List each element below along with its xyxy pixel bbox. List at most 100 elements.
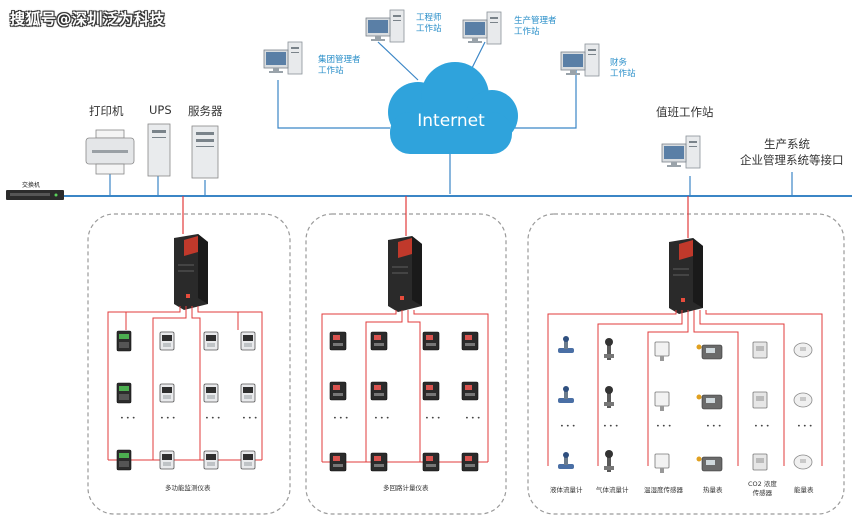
energy-meter-icon xyxy=(793,342,813,358)
gas-flowmeter-icon xyxy=(604,450,614,472)
humidity-sensor-caption: 温湿度传感器 xyxy=(644,486,683,494)
internet-links xyxy=(277,41,577,194)
server-label: 服务器 xyxy=(188,104,223,118)
workstation-label-line: 工作站 xyxy=(514,27,540,37)
workstation-label-line: 工作站 xyxy=(610,69,636,79)
ellipsis: • • • xyxy=(374,414,390,422)
multi-circuit-meter-icon xyxy=(329,331,347,351)
multifunction-meter-icon xyxy=(240,383,256,403)
energy-meter-icon xyxy=(793,454,813,470)
multifunction-meter-icon xyxy=(240,331,256,351)
ups-icon xyxy=(147,123,171,177)
humidity-sensor-icon xyxy=(654,341,670,362)
multi-circuit-meter-icon xyxy=(422,331,440,351)
ellipsis: • • • xyxy=(754,422,770,430)
humidity-sensor-icon xyxy=(654,391,670,412)
multifunction-meter-icon xyxy=(159,383,175,403)
co2-sensor-icon xyxy=(752,453,768,471)
workstation-label-engineer: 工程师 工作站 xyxy=(416,13,442,35)
multifunction-meter-icon xyxy=(240,450,256,470)
co2-sensor-icon xyxy=(752,341,768,359)
workstation-label-line: 财务 xyxy=(610,58,628,68)
workstation-label-line: 工作站 xyxy=(318,66,344,76)
humidity-sensor-icon xyxy=(654,453,670,474)
multifunction-meter-icon xyxy=(203,331,219,351)
workstation-label-line: 工作站 xyxy=(416,24,442,34)
printer-icon xyxy=(85,129,135,175)
multifunction-meter-icon xyxy=(203,450,219,470)
server-icon xyxy=(191,125,219,179)
gateway-uplinks xyxy=(182,196,689,238)
multi-circuit-meter-icon xyxy=(422,381,440,401)
multi-circuit-meter-icon xyxy=(461,331,479,351)
ellipsis: • • • xyxy=(120,414,136,422)
group1-bus-lines xyxy=(107,306,263,461)
heat-meter-icon xyxy=(696,456,723,472)
data-gateway-1 xyxy=(174,234,208,310)
group1-meters xyxy=(116,330,256,471)
multi-circuit-meter-icon xyxy=(370,452,388,472)
ellipsis: • • • xyxy=(797,422,813,430)
heat-meter-icon xyxy=(696,344,723,360)
engineer-computer-icon xyxy=(365,9,405,43)
finance-computer-icon xyxy=(560,43,600,77)
ellipsis: • • • xyxy=(333,414,349,422)
multifunction-meter-icon xyxy=(159,450,175,470)
ellipsis: • • • xyxy=(205,414,221,422)
multi-circuit-meter-icon xyxy=(370,381,388,401)
multi-circuit-meter-icon xyxy=(461,381,479,401)
gas-flowmeter-caption: 气体流量计 xyxy=(596,486,629,494)
ellipsis: • • • xyxy=(706,422,722,430)
ellipsis: • • • xyxy=(465,414,481,422)
ellipsis: • • • xyxy=(656,422,672,430)
group1-caption: 多功能监测仪表 xyxy=(165,484,211,492)
workstation-label-line: 生产管理者 xyxy=(514,16,557,26)
group-manager-computer-icon xyxy=(263,41,303,75)
interface-label-line1: 生产系统 xyxy=(764,137,810,151)
group3-sensors xyxy=(558,336,813,474)
lan-backbone xyxy=(30,172,852,197)
ellipsis: • • • xyxy=(242,414,258,422)
group2-meters xyxy=(329,331,479,472)
ellipsis: • • • xyxy=(560,422,576,430)
multifunction-meter-icon xyxy=(116,382,132,404)
workstation-label-group-manager: 集团管理者 工作站 xyxy=(318,55,361,77)
ups-label: UPS xyxy=(149,103,172,117)
group2-caption: 多回路计量仪表 xyxy=(383,484,429,492)
internet-label: Internet xyxy=(417,111,485,131)
data-gateway-3 xyxy=(669,238,703,314)
multifunction-meter-icon xyxy=(203,383,219,403)
data-gateway-2 xyxy=(388,236,422,312)
group2-bus-lines xyxy=(321,310,489,463)
heat-meter-caption: 热量表 xyxy=(703,486,723,494)
workstation-label-line: 工程师 xyxy=(416,13,442,23)
co2-sensor-icon xyxy=(752,391,768,409)
duty-station-label: 值班工作站 xyxy=(656,105,714,119)
workstation-label-finance: 财务 工作站 xyxy=(610,58,636,80)
workstation-label-line: 集团管理者 xyxy=(318,55,361,65)
co2-caption-line: CO2 浓度 xyxy=(748,480,777,488)
multi-circuit-meter-icon xyxy=(329,381,347,401)
liquid-flowmeter-icon xyxy=(558,452,574,469)
group3-bus-lines xyxy=(547,310,823,466)
ellipsis: • • • xyxy=(425,414,441,422)
multi-circuit-meter-icon xyxy=(370,331,388,351)
production-manager-computer-icon xyxy=(462,11,502,45)
gas-flowmeter-icon xyxy=(604,386,614,408)
network-switch xyxy=(6,190,64,200)
interface-label-line2: 企业管理系统等接口 xyxy=(740,153,844,167)
watermark-text: 搜狐号@深圳泛为科技 xyxy=(10,10,166,28)
internet-cloud: Internet xyxy=(388,62,518,154)
ellipsis: • • • xyxy=(603,422,619,430)
multi-circuit-meter-icon xyxy=(422,452,440,472)
multifunction-meter-icon xyxy=(116,449,132,471)
liquid-flowmeter-icon xyxy=(558,336,574,353)
duty-station-computer-icon xyxy=(661,135,701,169)
multifunction-meter-icon xyxy=(116,330,132,352)
group-box-multifunction xyxy=(87,213,291,515)
energy-meter-caption: 能量表 xyxy=(794,486,814,494)
multifunction-meter-icon xyxy=(159,331,175,351)
gas-flowmeter-icon xyxy=(604,338,614,360)
printer-label: 打印机 xyxy=(89,104,124,118)
